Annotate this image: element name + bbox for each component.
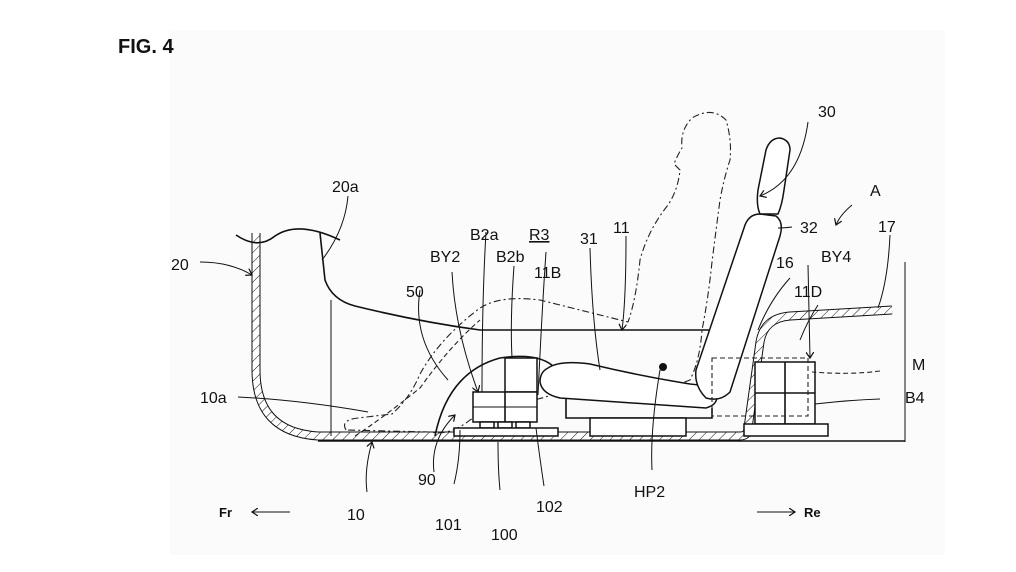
label-A: A: [870, 183, 881, 200]
rear-kickup: [743, 262, 906, 442]
label-31: 31: [580, 231, 598, 248]
label-17: 17: [878, 219, 896, 236]
arch-90: [434, 355, 556, 437]
label-B2b: B2b: [496, 249, 525, 266]
label-BY2: BY2: [430, 249, 460, 266]
label-HP2: HP2: [634, 484, 665, 501]
label-11: 11: [613, 220, 630, 237]
label-20: 20: [171, 257, 189, 274]
battery-b2: [453, 357, 559, 437]
label-10a: 10a: [200, 390, 227, 407]
label-11D: 11D: [794, 284, 822, 301]
drawing-sheet: [170, 30, 945, 555]
label-102: 102: [536, 499, 563, 516]
label-BY4: BY4: [821, 249, 851, 266]
figure-title: FIG. 4: [118, 36, 174, 58]
label-rear: Re: [804, 505, 821, 520]
battery-base-100: [453, 427, 559, 437]
label-16: 16: [776, 255, 794, 272]
label-B2a: B2a: [470, 227, 499, 244]
label-front: Fr: [219, 505, 232, 520]
label-90: 90: [418, 472, 436, 489]
dash-top-line: [235, 228, 341, 244]
region-50-line: [354, 319, 481, 437]
label-11B: 11B: [534, 265, 561, 282]
label-M: M: [912, 357, 925, 374]
label-30: 30: [818, 104, 836, 121]
label-R3: R3: [529, 227, 550, 244]
battery-b4: [711, 357, 829, 437]
label-50: 50: [406, 284, 424, 301]
label-32: 32: [800, 220, 818, 237]
hip-point-dot: [659, 363, 667, 371]
instrument-panel-line: [319, 232, 745, 331]
leader-lines: [199, 121, 891, 493]
label-101: 101: [435, 517, 462, 534]
label-100: 100: [491, 527, 518, 544]
label-B4: B4: [905, 390, 925, 407]
label-20a: 20a: [332, 179, 359, 196]
occupant-outline: [343, 111, 732, 434]
label-10: 10: [347, 507, 365, 524]
